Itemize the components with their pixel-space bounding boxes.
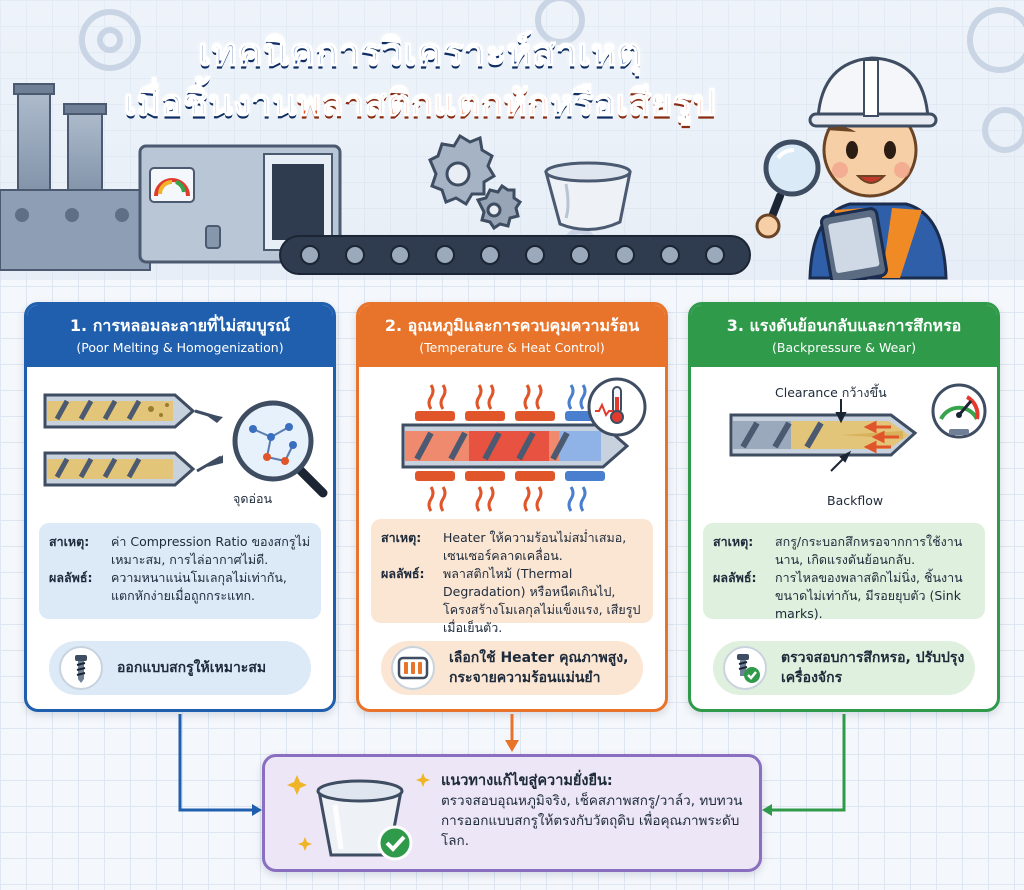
- heater-band-icon: [415, 411, 605, 481]
- backflow-arrow-icon: [863, 420, 899, 454]
- cause-label: สาเหตุ:: [49, 534, 90, 549]
- info-box: สาเหตุ: สกรู/กระบอกสึกหรอจากการใช้งานนาน…: [703, 523, 985, 621]
- blue-connector: [178, 714, 252, 812]
- weak-point-label: จุดอ่อน: [233, 491, 273, 506]
- engineer-character-icon: [808, 56, 948, 280]
- heater-icon: [391, 646, 435, 690]
- solution-text: เลือกใช้ Heater คุณภาพสูง, กระจายความร้อ…: [449, 650, 629, 686]
- clearance-label: Clearance กว้างขึ้น: [775, 385, 887, 400]
- barrel-icon: [401, 423, 630, 469]
- effect-label: ผลลัพธ์:: [49, 570, 93, 585]
- card-title: 3. แรงดันย้อนกลับและการสึกหรอ: [726, 316, 962, 335]
- broken-gear-icon: [428, 133, 523, 231]
- pressure-gauge-icon: [931, 383, 987, 439]
- card-subtitle: (Backpressure & Wear): [772, 340, 916, 355]
- screw-barrel-illustration: [43, 393, 328, 498]
- magnifier-molecule-icon: [232, 400, 328, 498]
- title-part-d: เสียรูป: [615, 82, 716, 125]
- arrow-head-icon: [762, 804, 772, 816]
- quality-cup-illustration: [287, 773, 430, 861]
- title-part-c: หรือ: [549, 82, 616, 125]
- arrow-head-icon: [505, 740, 519, 752]
- chimney-icon: [13, 83, 107, 201]
- arrow-icon: [194, 409, 223, 473]
- cause-text: สกรู/กระบอกสึกหรอจากการใช้งานนาน, เกิดแร…: [775, 534, 963, 567]
- summary-text-block: แนวทางแก้ไขสู่ความยั่งยืน: ตรวจสอบอุณหภู…: [441, 771, 759, 851]
- solution-box: ออกแบบสกรูให้เหมาะสม: [49, 641, 311, 695]
- effect-row: ผลลัพธ์: พลาสติกไหม้ (Thermal Degradatio…: [381, 565, 643, 637]
- barrel-icon: [729, 413, 918, 457]
- info-box: สาเหตุ: ค่า Compression Ratio ของสกรูไม่…: [39, 523, 321, 619]
- card-temperature-control: 2. อุณหภูมิและการควบคุมความร้อน (Tempera…: [356, 302, 668, 712]
- card-header: 1. การหลอมละลายที่ไม่สมบูรณ์ (Poor Melti…: [27, 305, 333, 367]
- page-title: เทคนิคการวิเคราะห์สาเหตุ เมื่อชิ้นงานพลา…: [40, 26, 800, 130]
- card-header: 3. แรงดันย้อนกลับและการสึกหรอ (Backpress…: [691, 305, 997, 367]
- card-title: 2. อุณหภูมิและการควบคุมความร้อน: [384, 316, 640, 335]
- deformed-cup-icon: [544, 161, 632, 231]
- screw-icon: [59, 646, 103, 690]
- conveyor-belt-icon: [279, 235, 751, 275]
- effect-text: ความหนาแน่นโมเลกุลไม่เท่ากัน, แตกหักง่าย…: [111, 570, 287, 603]
- factory-scene: [0, 0, 1024, 280]
- title-line-1: เทคนิคการวิเคราะห์สาเหตุ: [197, 29, 642, 75]
- green-connector: [772, 714, 846, 812]
- effect-row: ผลลัพธ์: การไหลของพลาสติกไม่นิ่ง, ชิ้นงา…: [713, 569, 975, 623]
- screw-check-icon: [723, 646, 767, 690]
- thermometer-icon: [587, 377, 647, 437]
- title-part-a: เมื่อชิ้นงาน: [123, 82, 298, 125]
- summary-text: ตรวจสอบอุณหภูมิจริง, เช็คสภาพสกรู/วาล์ว,…: [441, 793, 743, 849]
- effect-label: ผลลัพธ์:: [713, 570, 757, 585]
- summary-box: แนวทางแก้ไขสู่ความยั่งยืน: ตรวจสอบอุณหภู…: [262, 754, 762, 872]
- info-box: สาเหตุ: Heater ให้ความร้อนไม่สม่ำเสมอ, เ…: [371, 519, 653, 635]
- card-poor-melting: 1. การหลอมละลายที่ไม่สมบูรณ์ (Poor Melti…: [24, 302, 336, 712]
- backflow-label: Backflow: [827, 493, 884, 508]
- solution-text: ตรวจสอบการสึกหรอ, ปรับปรุงเครื่องจักร: [781, 650, 965, 686]
- heat-wave-icon: [427, 384, 587, 512]
- cause-row: สาเหตุ: สกรู/กระบอกสึกหรอจากการใช้งานนาน…: [713, 533, 975, 569]
- magnifier-icon: [755, 139, 821, 239]
- injection-machine-icon: [138, 144, 342, 264]
- check-badge-icon: [377, 825, 413, 861]
- cause-row: สาเหตุ: Heater ให้ความร้อนไม่สม่ำเสมอ, เ…: [381, 529, 643, 565]
- pointer-arrow-icon: [830, 399, 852, 472]
- card-subtitle: (Temperature & Heat Control): [419, 340, 605, 355]
- cause-text: ค่า Compression Ratio ของสกรูไม่เหมาะสม,…: [111, 534, 311, 567]
- title-part-b: พลาสติกแตกหัก: [296, 82, 550, 125]
- barrel-icon: [43, 393, 196, 429]
- heated-barrel-illustration: [401, 377, 647, 512]
- worn-barrel-illustration: [729, 383, 987, 472]
- solution-box: เลือกใช้ Heater คุณภาพสูง, กระจายความร้อ…: [381, 641, 643, 695]
- card-subtitle: (Poor Melting & Homogenization): [76, 340, 284, 355]
- title-line-2: เมื่อชิ้นงานพลาสติกแตกหักหรือเสียรูป: [40, 78, 800, 130]
- barrel-icon: [43, 451, 196, 487]
- card-backpressure-wear: 3. แรงดันย้อนกลับและการสึกหรอ (Backpress…: [688, 302, 1000, 712]
- hero-banner: เทคนิคการวิเคราะห์สาเหตุ เมื่อชิ้นงานพลา…: [0, 0, 1024, 280]
- cause-text: Heater ให้ความร้อนไม่สม่ำเสมอ, เซนเซอร์ค…: [443, 530, 627, 563]
- effect-text: การไหลของพลาสติกไม่นิ่ง, ชิ้นงานขนาดไม่เ…: [775, 570, 963, 621]
- card-header: 2. อุณหภูมิและการควบคุมความร้อน (Tempera…: [359, 305, 665, 367]
- cause-row: สาเหตุ: ค่า Compression Ratio ของสกรูไม่…: [49, 533, 311, 569]
- sparkle-icon: [287, 773, 430, 851]
- solution-text: ออกแบบสกรูให้เหมาะสม: [117, 660, 267, 676]
- summary-heading: แนวทางแก้ไขสู่ความยั่งยืน:: [441, 773, 613, 789]
- solution-box: ตรวจสอบการสึกหรอ, ปรับปรุงเครื่องจักร: [713, 641, 975, 695]
- connector-arrows: [178, 714, 846, 816]
- effect-label: ผลลัพธ์:: [381, 566, 425, 581]
- cause-label: สาเหตุ:: [713, 534, 754, 549]
- effect-text: พลาสติกไหม้ (Thermal Degradation) หรือหน…: [443, 566, 641, 635]
- cause-label: สาเหตุ:: [381, 530, 422, 545]
- effect-row: ผลลัพธ์: ความหนาแน่นโมเลกุลไม่เท่ากัน, แ…: [49, 569, 311, 605]
- card-title: 1. การหลอมละลายที่ไม่สมบูรณ์: [69, 316, 291, 335]
- arrow-head-icon: [252, 804, 262, 816]
